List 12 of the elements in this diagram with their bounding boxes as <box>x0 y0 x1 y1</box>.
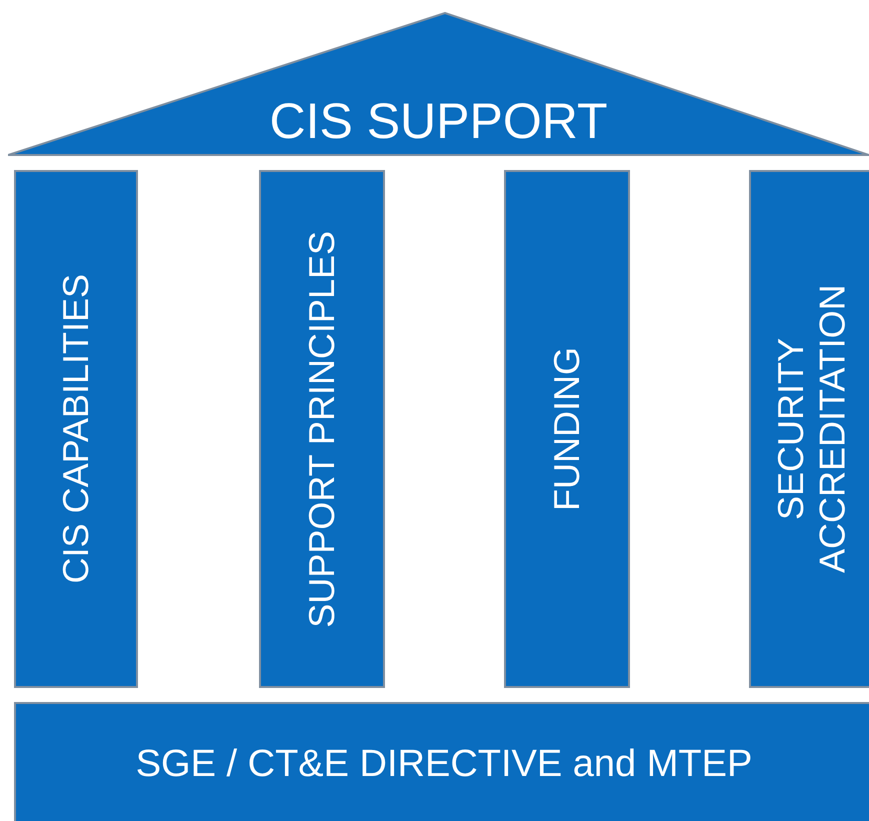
pillar-label: SECURITY ACCREDITATION <box>770 284 852 576</box>
pillar-block <box>259 170 385 688</box>
foundation-label: SGE / CT&E DIRECTIVE and MTEP <box>136 743 752 786</box>
pillar-block <box>14 170 138 688</box>
foundation-block <box>14 702 869 821</box>
pillar-block <box>504 170 630 688</box>
roof-title: CIS SUPPORT <box>269 92 608 150</box>
pillar-block <box>749 170 869 688</box>
pillar-label: CIS CAPABILITIES <box>55 274 97 584</box>
pillar-label: SUPPORT PRINCIPLES <box>301 230 343 628</box>
pillar-label: FUNDING <box>546 347 588 511</box>
roof-triangle <box>8 12 869 156</box>
